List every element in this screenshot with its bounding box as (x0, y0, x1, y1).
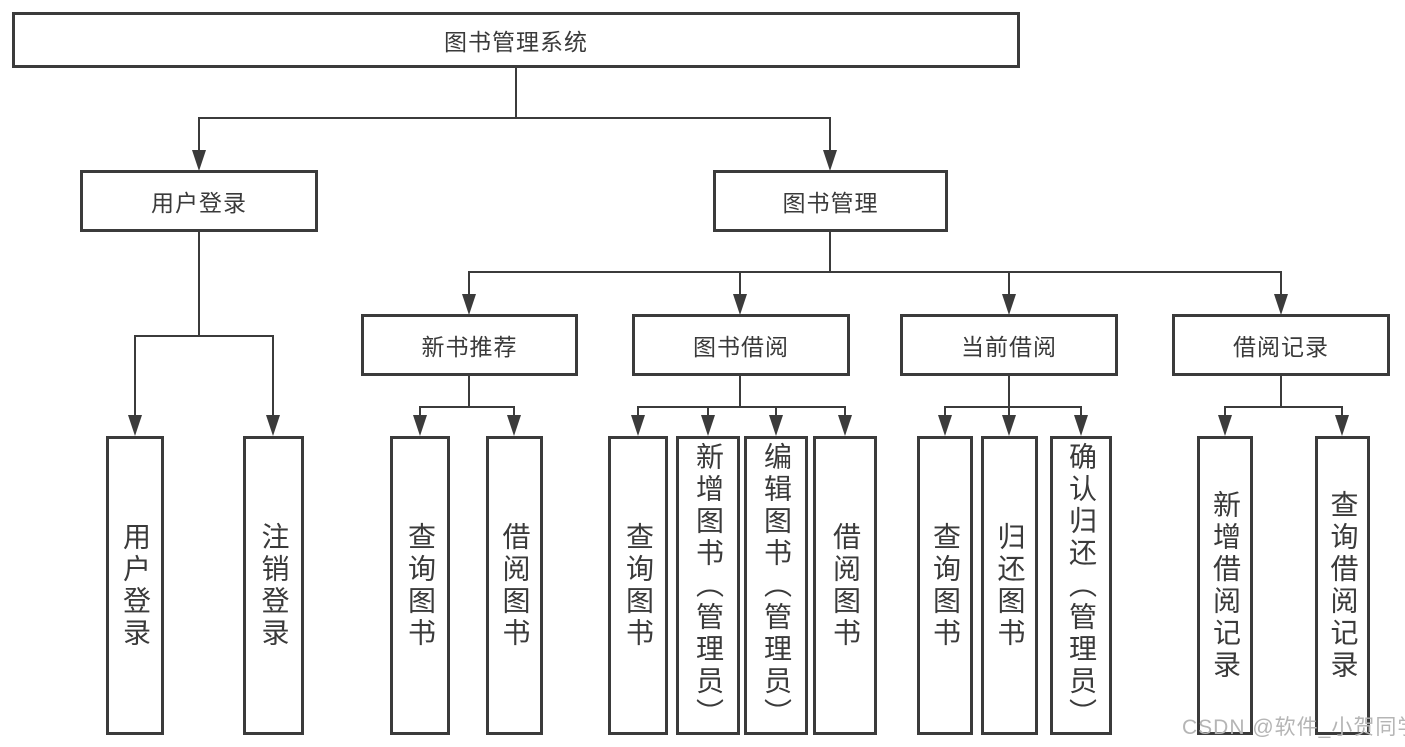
node-library-system-label: 图书管理系统 (444, 29, 588, 55)
node-book-borrowing-label: 图书借阅 (693, 334, 789, 360)
leaf-logout-login: 注销登录 (243, 436, 304, 735)
leaf-user-login: 用户登录 (106, 436, 164, 735)
leaf-records-query-record-label: 查询借阅记录 (1327, 489, 1359, 682)
leaf-borrow-add-books-admin: 新增图书（管理员） (676, 436, 740, 735)
leaf-current-confirm-return-admin: 确认归还（管理员） (1050, 436, 1112, 735)
node-library-system: 图书管理系统 (12, 12, 1020, 68)
node-current-borrowing: 当前借阅 (900, 314, 1118, 376)
leaf-records-add-record: 新增借阅记录 (1197, 436, 1253, 735)
leaf-current-return-books-label: 归还图书 (994, 521, 1026, 650)
watermark: CSDN @软件_小贺同学 (1182, 716, 1405, 739)
leaf-current-query-books: 查询图书 (917, 436, 973, 735)
leaf-newrec-query-books-label: 查询图书 (405, 521, 436, 650)
leaf-newrec-borrow-books-label: 借阅图书 (499, 521, 531, 650)
leaf-borrow-borrow-books-label: 借阅图书 (830, 521, 861, 650)
leaf-borrow-query-books: 查询图书 (608, 436, 668, 735)
node-book-borrowing: 图书借阅 (632, 314, 850, 376)
leaf-user-login-label: 用户登录 (120, 521, 151, 650)
leaf-records-add-record-label: 新增借阅记录 (1210, 489, 1241, 682)
node-user-login: 用户登录 (80, 170, 318, 232)
leaf-borrow-edit-books-admin-label: 编辑图书（管理员） (761, 441, 792, 730)
connector-lines-group (134, 66, 1343, 419)
leaf-borrow-add-books-admin-label: 新增图书（管理员） (693, 441, 724, 730)
node-borrowing-records: 借阅记录 (1172, 314, 1390, 376)
leaf-current-return-books: 归还图书 (981, 436, 1038, 735)
leaf-logout-login-label: 注销登录 (258, 521, 290, 650)
node-new-book-recommend: 新书推荐 (361, 314, 578, 376)
leaf-current-confirm-return-admin-label: 确认归还（管理员） (1066, 441, 1097, 730)
leaf-borrow-query-books-label: 查询图书 (623, 521, 654, 650)
leaf-borrow-edit-books-admin: 编辑图书（管理员） (744, 436, 808, 735)
node-user-login-label: 用户登录 (151, 190, 247, 216)
node-current-borrowing-label: 当前借阅 (961, 334, 1057, 360)
leaf-newrec-borrow-books: 借阅图书 (486, 436, 543, 735)
leaf-records-query-record: 查询借阅记录 (1315, 436, 1370, 735)
node-borrowing-records-label: 借阅记录 (1233, 334, 1329, 360)
leaf-newrec-query-books: 查询图书 (390, 436, 450, 735)
node-book-management-label: 图书管理 (782, 190, 879, 216)
node-book-management: 图书管理 (713, 170, 948, 232)
leaf-borrow-borrow-books: 借阅图书 (813, 436, 877, 735)
node-new-book-recommend-label: 新书推荐 (421, 334, 518, 360)
leaf-current-query-books-label: 查询图书 (930, 521, 961, 650)
